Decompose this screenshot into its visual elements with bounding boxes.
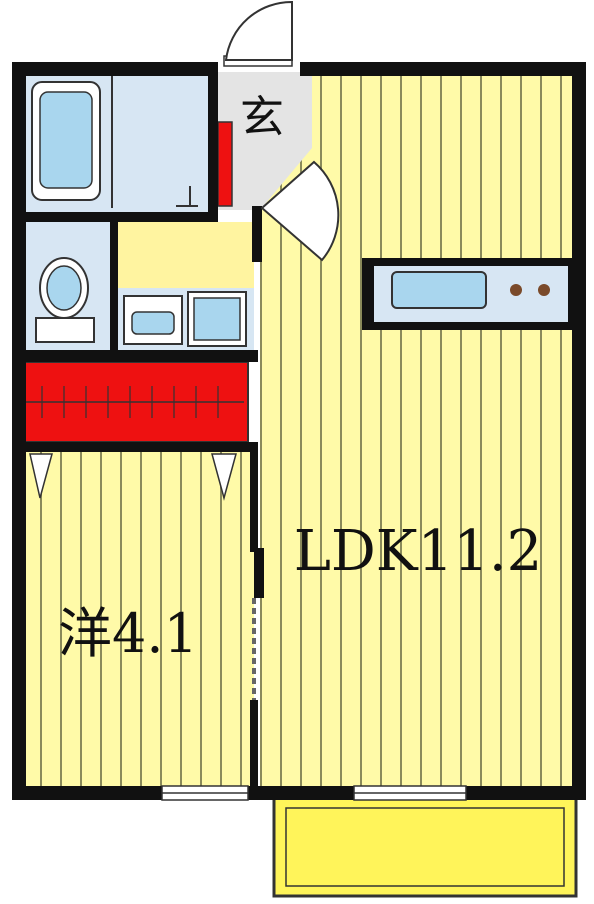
toilet-icon <box>35 257 95 343</box>
washbasin-icon <box>123 295 183 345</box>
ldk-label: LDK11.2 <box>294 519 543 584</box>
walls <box>12 62 586 800</box>
balcony <box>272 796 578 898</box>
kitchen-sink-icon <box>391 271 487 309</box>
washing-machine-icon <box>187 291 247 347</box>
stove-burner-icon <box>510 284 522 296</box>
shoe-cabinet <box>217 121 233 207</box>
western-room-label: 洋4.1 <box>58 602 198 665</box>
door-swing-icon <box>260 160 340 262</box>
bathtub-icon <box>31 81 101 201</box>
stove-burner-icon <box>538 284 550 296</box>
western-room-floor <box>22 450 254 794</box>
entrance-step <box>216 148 312 210</box>
entrance-label: 玄 <box>240 92 284 143</box>
closet-door-right <box>211 453 237 501</box>
closet-door-left <box>29 453 53 499</box>
door-swing-icon <box>223 0 293 67</box>
